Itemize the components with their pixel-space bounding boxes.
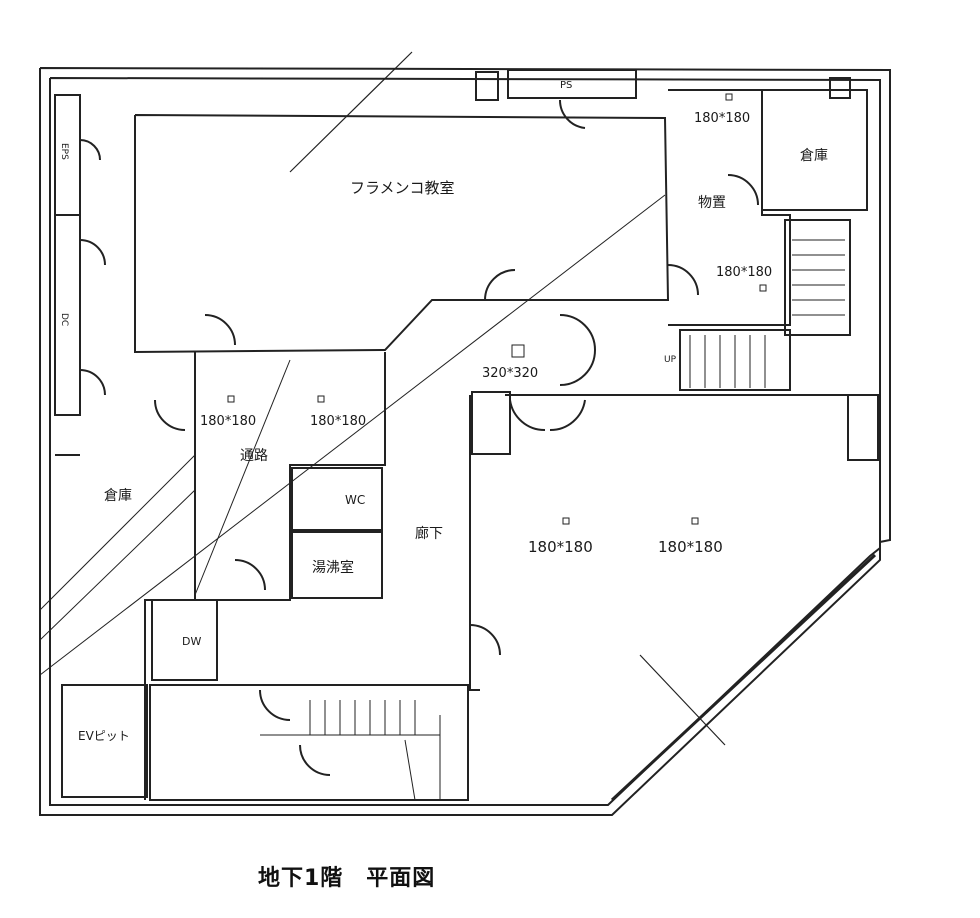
wc-wall: [291, 467, 383, 531]
door-studio-w: [204, 314, 236, 346]
studio-label: フラメンコ教室: [350, 179, 455, 197]
door-passage: [234, 559, 266, 591]
door-closet: [667, 264, 699, 296]
dim-closet-bottom: 180*180: [716, 265, 772, 280]
column-top: [475, 71, 499, 101]
eps-label: EPS: [59, 143, 69, 160]
diagonal-mark: [639, 654, 726, 746]
door-dc: [79, 239, 106, 266]
door-hall-1: [509, 399, 546, 432]
passage-east: [195, 352, 386, 601]
stair-up-label: UP: [664, 355, 677, 365]
dim-center: 320*320: [482, 366, 538, 381]
diagonal-wall: [610, 553, 877, 802]
door-ps: [558, 99, 586, 129]
door-left: [79, 369, 106, 396]
guide-line-3: [39, 194, 666, 676]
stair-lower-wall: [679, 329, 791, 391]
outer-wall-inner: [49, 77, 881, 806]
corridor-wall: [469, 395, 480, 691]
door-corridor: [469, 624, 501, 656]
door-double-1: [559, 314, 596, 351]
dim-hall-1: 180*180: [528, 538, 593, 556]
stair-south-wall: [149, 684, 469, 801]
dim-passage-1: 180*180: [200, 414, 256, 429]
door-eps: [79, 139, 101, 161]
ps-top-wall: [507, 69, 637, 99]
ceiling-markers: [227, 93, 767, 525]
door-stair-s: [259, 689, 291, 721]
outer-wall: [39, 67, 891, 816]
door-storage-w: [154, 399, 186, 431]
passage-wall: [144, 352, 196, 800]
door-double-2: [559, 349, 596, 386]
dc-shaft: [54, 214, 81, 416]
stairs-north: [689, 239, 845, 388]
dw-wall: [151, 599, 218, 681]
guide-line-4: [194, 359, 291, 596]
door-stair-s2: [299, 744, 331, 776]
dim-hall-2: 180*180: [658, 538, 723, 556]
ps-top-label: PS: [560, 80, 572, 91]
door-studio-e: [484, 269, 516, 301]
column-east: [847, 394, 879, 461]
section-line: [289, 51, 413, 173]
wc-label: WC: [345, 493, 365, 507]
door-storage-ne: [727, 174, 759, 206]
corridor-label: 廊下: [415, 525, 443, 542]
closet-wall: [668, 89, 791, 326]
plan-title: 地下1階 平面図: [258, 866, 436, 891]
dim-closet-top: 180*180: [694, 111, 750, 126]
guide-line-1: [39, 454, 196, 611]
storage-ne-label: 倉庫: [800, 147, 828, 164]
stair-north-wall: [784, 219, 851, 336]
studio-wall: [134, 114, 670, 354]
closet-label: 物置: [698, 195, 726, 211]
dc-label: DC: [59, 313, 69, 326]
stairs-south: [260, 700, 441, 801]
storage-w-label: 倉庫: [104, 487, 132, 504]
column-mid: [471, 391, 511, 455]
guide-line-2: [39, 489, 196, 641]
ev-pit-wall: [61, 684, 148, 798]
door-hall-2: [549, 399, 586, 432]
ev-pit-label: EVピット: [78, 729, 130, 743]
dim-passage-2: 180*180: [310, 414, 366, 429]
dw-label: DW: [182, 635, 201, 648]
kitchenette-label: 湯沸室: [312, 559, 354, 576]
passage-label: 通路: [240, 448, 268, 464]
kitchenette-wall: [291, 531, 383, 599]
column-ne: [829, 77, 851, 99]
